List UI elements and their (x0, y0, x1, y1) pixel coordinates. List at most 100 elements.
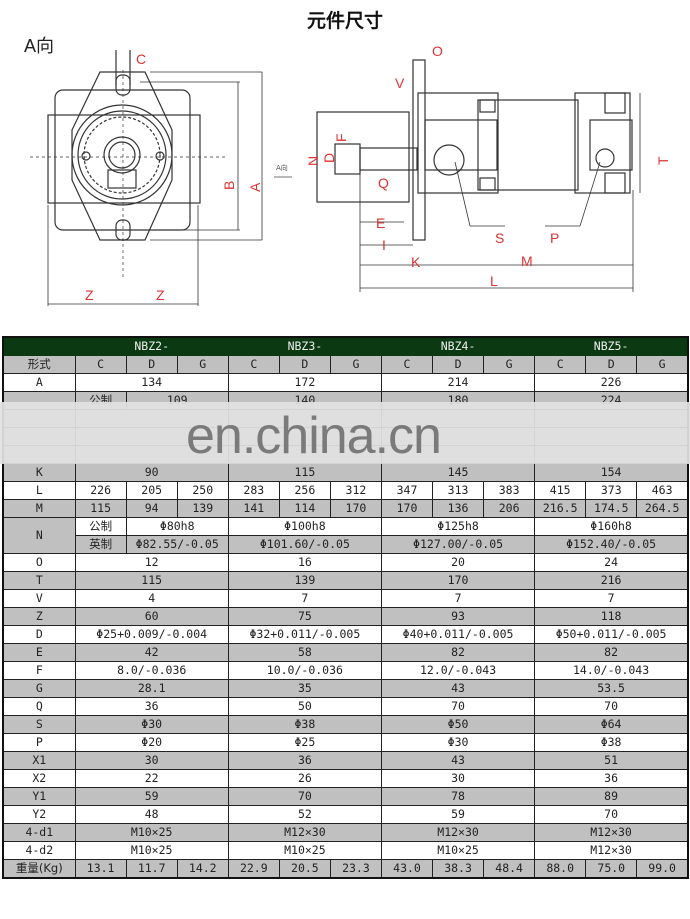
row-label: Q (2, 697, 76, 716)
cell: 93 (380, 607, 536, 626)
cell: Φ160h8 (534, 517, 689, 536)
dim-label-k: K (411, 254, 421, 270)
cell: 24 (534, 553, 689, 572)
row-sublabel: 英制 (74, 535, 127, 554)
cell: 78 (380, 787, 536, 806)
row-label: T (2, 571, 76, 590)
row-label: Y2 (2, 805, 76, 824)
dim-label-d: D (321, 153, 337, 163)
cell: 26 (227, 769, 382, 788)
type-col: C (227, 355, 280, 374)
cell: M10×25 (227, 841, 382, 860)
row-label: M (2, 499, 76, 518)
table-row: X2 22 26 30 36 (2, 769, 689, 788)
table-row: S Φ30 Φ38 Φ50 Φ64 (2, 715, 689, 734)
cell: Φ50+0.011/-0.005 (534, 625, 689, 644)
table-row: M 115 94 139 141 114 170 170 136 206 216… (2, 499, 689, 518)
cell: 216 (534, 571, 689, 590)
cell: 139 (176, 499, 229, 518)
table-row: P Φ20 Φ25 Φ30 Φ38 (2, 733, 689, 752)
cell: 226 (534, 373, 689, 392)
type-col: D (432, 355, 485, 374)
cell: 82 (534, 643, 689, 662)
row-label: 4-d2 (2, 841, 76, 860)
cell: 16 (227, 553, 382, 572)
row-label: E (2, 643, 76, 662)
table-row: N 公制 Φ80h8 Φ100h8 Φ125h8 Φ160h8 (2, 517, 689, 554)
cell: M12×30 (380, 823, 536, 842)
cell: 172 (227, 373, 382, 392)
table-row: Z 60 75 93 118 (2, 607, 689, 626)
dim-label-z-right: Z (156, 287, 165, 303)
cell: 7 (534, 589, 689, 608)
arrow-label: A向 (276, 163, 288, 172)
dim-label-m: M (521, 253, 533, 269)
cell: Φ100h8 (227, 517, 382, 536)
cell: 12 (74, 553, 229, 572)
cell: 115 (227, 463, 382, 482)
cell: 20.5 (278, 859, 331, 879)
cell: 256 (278, 481, 331, 500)
row-label: F (2, 661, 76, 680)
table-row: 4-d1 M10×25 M12×30 M12×30 M12×30 (2, 823, 689, 842)
cell: 99.0 (636, 859, 689, 879)
cell: 136 (432, 499, 485, 518)
cell: Φ82.55/-0.05 (125, 535, 229, 554)
cell: 154 (534, 463, 689, 482)
dim-label-v: V (395, 75, 405, 91)
dim-label-t: T (655, 156, 671, 165)
cell: 22.9 (227, 859, 280, 879)
cell: 250 (176, 481, 229, 500)
cell: 206 (483, 499, 536, 518)
dim-label-o: O (432, 43, 443, 59)
table-row: V 4 7 7 7 (2, 589, 689, 608)
row-label: L (2, 481, 76, 500)
dim-label-s: S (495, 230, 504, 246)
cell: 42 (74, 643, 229, 662)
dim-label-b: B (221, 181, 237, 190)
pump-outline-drawing: A向 C (24, 36, 671, 306)
header-corner (2, 336, 76, 356)
cell: 70 (380, 697, 536, 716)
cell: 36 (74, 697, 229, 716)
cell: 30 (380, 769, 536, 788)
watermark-text: en.china.cn (186, 407, 442, 465)
cell: 43 (380, 679, 536, 698)
row-label: Y1 (2, 787, 76, 806)
cell: 88.0 (534, 859, 587, 879)
model-nbz3: NBZ3- (227, 336, 382, 356)
table-row: 重量(Kg) 13.1 11.7 14.2 22.9 20.5 23.3 43.… (2, 859, 689, 879)
cell: M12×30 (534, 841, 689, 860)
table-row: F 8.0/-0.036 10.0/-0.036 12.0/-0.043 14.… (2, 661, 689, 680)
cell: 30 (74, 751, 229, 770)
row-label: O (2, 553, 76, 572)
cell: 115 (74, 571, 229, 590)
cell: 22 (74, 769, 229, 788)
cell: 141 (227, 499, 280, 518)
type-col: D (125, 355, 178, 374)
type-col: G (636, 355, 689, 374)
table-row: E 42 58 82 82 (2, 643, 689, 662)
row-label: D (2, 625, 76, 644)
cell: 134 (74, 373, 229, 392)
cell: 36 (227, 751, 382, 770)
cell: 50 (227, 697, 382, 716)
type-col: C (74, 355, 127, 374)
cell: 170 (380, 571, 536, 590)
dim-label-p: P (550, 230, 559, 246)
dim-label-i: I (382, 237, 386, 253)
cell: 114 (278, 499, 331, 518)
row-label: N (2, 517, 76, 554)
type-col: D (278, 355, 331, 374)
dim-label-a: A (247, 182, 263, 192)
view-label: A向 (24, 36, 54, 56)
cell: 14.0/-0.043 (534, 661, 689, 680)
cell: 145 (380, 463, 536, 482)
model-header-row: NBZ2- NBZ3- NBZ4- NBZ5- (2, 336, 689, 356)
model-nbz4: NBZ4- (380, 336, 536, 356)
cell: Φ64 (534, 715, 689, 734)
cell: 14.2 (176, 859, 229, 879)
cell: 51 (534, 751, 689, 770)
type-col: D (585, 355, 638, 374)
cell: 70 (534, 805, 689, 824)
